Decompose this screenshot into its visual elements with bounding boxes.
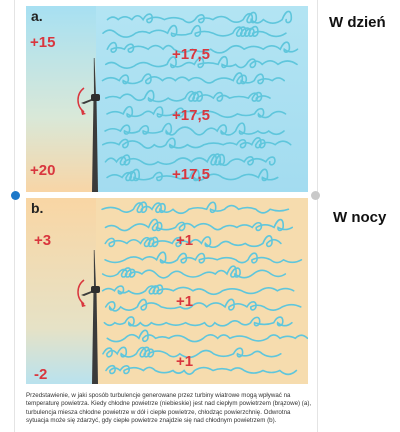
temp-upper-upwind: +3 [34, 232, 52, 249]
temp-upper-upwind: +15 [30, 34, 56, 51]
panel-label-a: a. [31, 8, 43, 24]
temp-middle-downwind: +1 [176, 293, 194, 310]
carousel-next-icon[interactable] [311, 191, 320, 200]
temp-upper-downwind: +17,5 [172, 46, 210, 63]
label-day: W dzień [329, 14, 386, 31]
temp-upper-downwind: +1 [176, 232, 194, 249]
temp-lower-downwind: +17,5 [172, 166, 210, 183]
wind-turbine-icon [77, 58, 100, 192]
temp-middle-downwind: +17,5 [172, 107, 210, 124]
diagram-panel-night: b. +3 -2 +1 +1 +1 [26, 198, 308, 384]
turbulence-swirls [101, 201, 308, 376]
label-night: W nocy [333, 209, 387, 226]
day-diagram-graphic [26, 6, 308, 192]
temp-lower-upwind: -2 [34, 366, 48, 383]
temp-lower-upwind: +20 [30, 162, 56, 179]
carousel-prev-icon[interactable] [11, 191, 20, 200]
turbulence-swirls [101, 10, 299, 182]
figure-caption: Przedstawienie, w jaki sposób turbulencj… [26, 392, 312, 425]
temp-lower-downwind: +1 [176, 353, 194, 370]
panel-label-b: b. [31, 200, 44, 216]
night-diagram-graphic [26, 198, 308, 384]
diagram-panel-day: a. +15 +20 +17,5 +17,5 +17,5 [26, 6, 308, 192]
wind-turbine-icon [77, 250, 100, 384]
